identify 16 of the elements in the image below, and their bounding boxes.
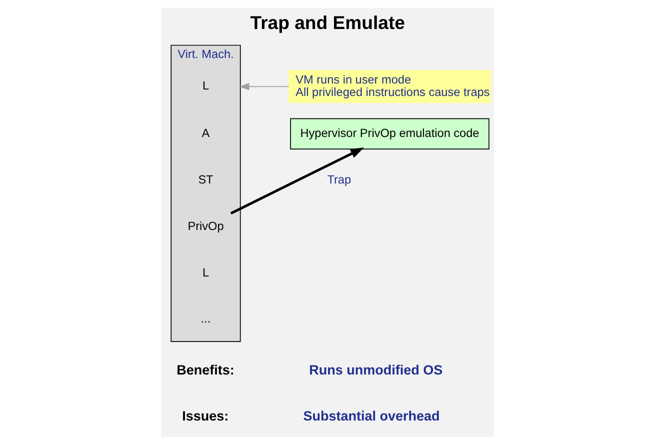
label: Runs unmodified OS [308, 362, 442, 378]
label: Substantial overhead [302, 408, 440, 424]
node-text: PrivOp [187, 218, 224, 233]
node-text: L [202, 78, 209, 93]
arrow [230, 147, 364, 215]
arrow [238, 83, 289, 90]
node-box: VM runs in user mode All privileged instructions cause traps [288, 70, 491, 104]
node-text: L [202, 265, 209, 280]
node-text: ST [198, 172, 213, 186]
label: Issues: [182, 408, 228, 424]
diagram-title: Trap and Emulate [250, 12, 404, 33]
label: Benefits: [176, 362, 234, 378]
node-box: Hypervisor PrivOp emulation code [290, 118, 489, 150]
node-text: A [201, 126, 210, 140]
node-text: ... [200, 312, 210, 326]
edge-label: Trap [326, 172, 351, 186]
